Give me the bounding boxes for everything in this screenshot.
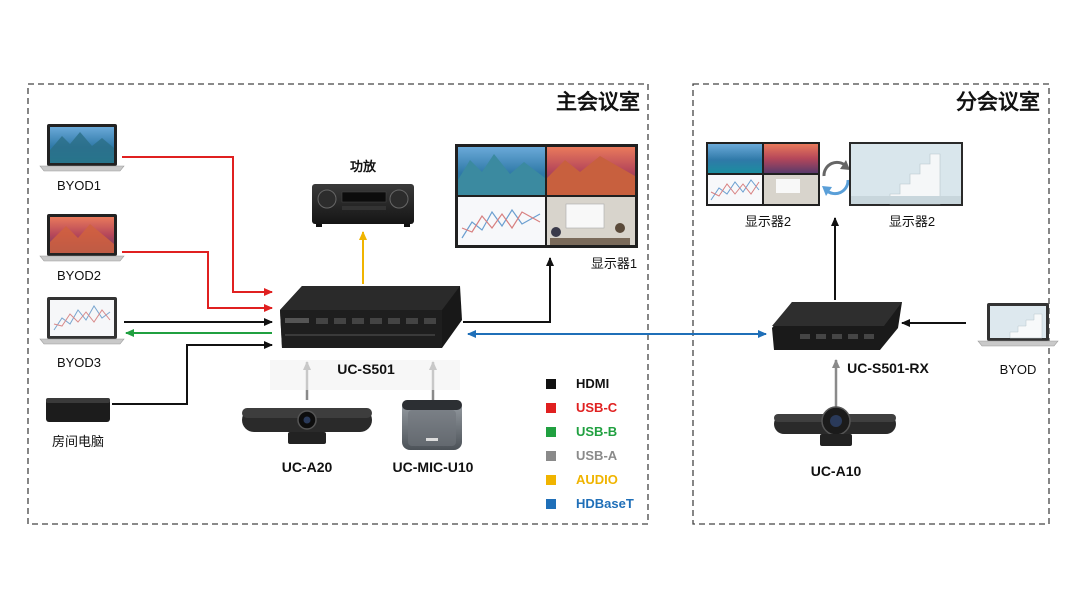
room-pc-label: 房间电脑	[52, 434, 104, 449]
byod1-label: BYOD1	[57, 178, 101, 193]
main-room-title: 主会议室	[556, 90, 640, 114]
camera-uc-a10-icon	[774, 406, 896, 446]
camera-uc-a10-label: UC-A10	[811, 463, 862, 479]
laptop-byod-branch-icon	[977, 303, 1059, 347]
legend-label-usba: USB-A	[576, 448, 618, 463]
legend-label-usbb: USB-B	[576, 424, 617, 439]
legend-swatch-hdbaset	[546, 499, 556, 509]
legend-swatch-usba	[546, 451, 556, 461]
usbc-line-byod1	[122, 156, 273, 296]
legend: HDMI USB-C USB-B USB-A AUDIO HDBaseT	[546, 376, 634, 511]
legend-swatch-usbc	[546, 403, 556, 413]
display2-left-icon	[706, 142, 820, 206]
amplifier-label: 功放	[350, 159, 377, 174]
laptop-byod2-icon	[39, 214, 125, 262]
hdmi-line-display1	[463, 257, 554, 323]
camera-uc-a20-label: UC-A20	[282, 459, 333, 475]
display2-right-icon	[849, 142, 963, 206]
branch-room-boundary	[692, 83, 1050, 525]
receiver-label: UC-S501-RX	[847, 360, 929, 376]
legend-swatch-hdmi	[546, 379, 556, 389]
display1-icon	[455, 144, 638, 248]
display2-right-label: 显示器2	[889, 214, 935, 229]
laptop-byod3-icon	[39, 297, 125, 345]
legend-swatch-usbb	[546, 427, 556, 437]
byod2-label: BYOD2	[57, 268, 101, 283]
display1-label: 显示器1	[591, 256, 637, 271]
switch-arrows-icon	[822, 160, 850, 196]
main-room-boundary	[27, 83, 649, 525]
laptop-byod1-icon	[39, 124, 125, 172]
legend-swatch-audio	[546, 475, 556, 485]
legend-label-audio: AUDIO	[576, 472, 618, 487]
switcher-label: UC-S501	[337, 361, 395, 377]
usbc-line-byod2	[122, 251, 273, 312]
byod-branch-label: BYOD	[1000, 362, 1037, 377]
receiver-uc-s501-rx-icon	[772, 302, 902, 350]
legend-label-usbc: USB-C	[576, 400, 618, 415]
byod3-label: BYOD3	[57, 355, 101, 370]
hdmi-line-room-pc	[112, 341, 273, 405]
branch-room-title: 分会议室	[956, 90, 1040, 114]
mic-uc-mic-u10-label: UC-MIC-U10	[393, 459, 474, 475]
legend-label-hdbaset: HDBaseT	[576, 496, 634, 511]
amplifier-icon	[312, 184, 414, 227]
camera-uc-a20-icon	[242, 408, 372, 444]
mic-uc-mic-u10-icon	[402, 400, 462, 450]
switcher-uc-s501-icon	[280, 286, 462, 348]
room-pc-icon	[46, 398, 110, 422]
display2-left-label: 显示器2	[745, 214, 791, 229]
legend-label-hdmi: HDMI	[576, 376, 609, 391]
